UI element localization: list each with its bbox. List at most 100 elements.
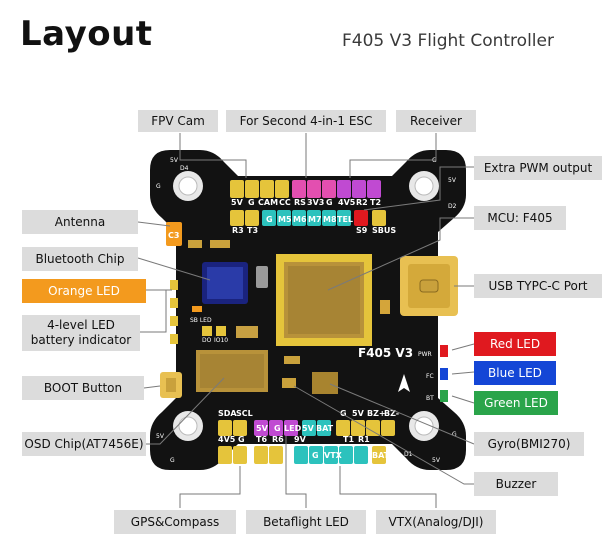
board-name: F405 V3 <box>358 346 413 360</box>
pin-led: LED <box>284 424 302 433</box>
pin-m5: M5 <box>278 215 292 224</box>
page-subtitle: F405 V3 Flight Controller <box>342 31 554 51</box>
pad-label-v5-br: 5V <box>432 457 441 464</box>
mount-hole-bl-inner <box>178 416 198 436</box>
callout-fpv-cam: FPV Cam <box>138 110 218 132</box>
pin-9v: 9V <box>294 435 307 444</box>
pad-label-d1: D1 <box>404 451 413 458</box>
pad-label-v5-tr: 5V <box>448 177 457 184</box>
pin-t2: T2 <box>370 198 381 207</box>
gyro-chip <box>312 372 338 394</box>
callout-vtx: VTX(Analog/DJI) <box>376 510 496 534</box>
blue-led <box>440 368 448 380</box>
mount-hole-tr-inner <box>414 176 434 196</box>
direction-arrow <box>398 374 410 392</box>
pin-m6: M6 <box>293 215 307 224</box>
pin-sbus: SBUS <box>372 226 396 235</box>
pin-g-gps: G <box>238 435 245 444</box>
red-led <box>440 345 448 357</box>
pin-4v5-top: 4V5 <box>338 198 356 207</box>
callout-receiver: Receiver <box>396 110 476 132</box>
pad-label-v5-bl: 5V <box>156 433 165 440</box>
callout-battery-line1: 4-level LED <box>47 318 115 332</box>
pin-g-led: G <box>274 424 281 433</box>
pin-r1: R1 <box>358 435 370 444</box>
top-pads-row2 <box>230 210 386 226</box>
pin-m7: M7 <box>308 215 322 224</box>
pad-label-g-tl: G <box>156 183 161 190</box>
sb-led-label: SB LED <box>190 317 212 324</box>
pin-t1: T1 <box>343 435 354 444</box>
pad-label-d4: D4 <box>180 165 189 172</box>
callout-second-esc: For Second 4-in-1 ESC <box>226 110 386 132</box>
callout-antenna: Antenna <box>22 210 138 234</box>
bottom-pads <box>218 420 395 464</box>
pin-5v-bat: 5V <box>302 424 315 433</box>
pwr-label: PWR <box>418 351 432 358</box>
callout-blue-led: Blue LED <box>474 361 556 385</box>
pin-r6: R6 <box>272 435 284 444</box>
pin-r2: R2 <box>356 198 368 207</box>
pin-5v-top: 5V <box>231 198 244 207</box>
bt-label: BT <box>426 395 434 402</box>
pin-5v-led: 5V <box>256 424 269 433</box>
do-label: DO <box>202 337 212 344</box>
pin-sda: SDA <box>218 409 237 418</box>
pad-label-d3: D3 <box>156 405 165 412</box>
pad-label-d2: D2 <box>448 203 457 210</box>
io10-label: IO10 <box>214 337 228 344</box>
pin-r3: R3 <box>232 226 244 235</box>
callout-osd: OSD Chip(AT7456E) <box>22 432 146 456</box>
callout-orange-led: Orange LED <box>22 279 146 303</box>
antenna-chip <box>166 222 182 246</box>
pin-m8: M8 <box>323 215 337 224</box>
mount-hole-tl-inner <box>178 176 198 196</box>
pin-g-vtx: G <box>312 451 319 460</box>
callout-boot: BOOT Button <box>22 376 144 400</box>
callout-battery-line2: battery indicator <box>30 333 132 347</box>
pin-g-esc: G <box>266 215 273 224</box>
callout-red-led: Red LED <box>474 332 556 356</box>
pin-bat-top: BAT <box>316 424 334 433</box>
callout-mcu: MCU: F405 <box>474 206 566 230</box>
pin-t3: T3 <box>247 226 258 235</box>
pin-bat-vtx: BAT <box>372 451 390 460</box>
pin-vtx: VTX <box>324 451 343 460</box>
callout-extra-pwm: Extra PWM output <box>474 156 602 180</box>
callout-bluetooth: Bluetooth Chip <box>22 247 138 271</box>
pin-g-top: G <box>248 198 255 207</box>
pad-label-v5-tl: 5V <box>170 157 179 164</box>
pad-label-g-bl: G <box>170 457 175 464</box>
pin-bz-plus: BZ+ <box>367 409 386 418</box>
pin-5v-bz: 5V <box>352 409 365 418</box>
pin-cc: CC <box>279 198 291 207</box>
callout-gyro: Gyro(BMI270) <box>474 432 584 456</box>
pin-t6: T6 <box>256 435 267 444</box>
pad-label-g-br: G <box>452 431 457 438</box>
callout-betaflight-led: Betaflight LED <box>246 510 366 534</box>
mounting-holes <box>173 171 439 441</box>
green-led <box>440 390 448 402</box>
page-title: Layout <box>20 14 153 54</box>
pin-g-rx: G <box>326 198 333 207</box>
pin-tel: TEL <box>337 215 353 224</box>
pin-rs: RS <box>294 198 306 207</box>
crystal <box>256 266 268 288</box>
pin-s9: S9 <box>356 226 368 235</box>
callout-green-led: Green LED <box>474 391 558 415</box>
pin-4v5-gps: 4V5 <box>218 435 236 444</box>
antenna-c3-label: C3 <box>168 231 179 240</box>
pin-bz-minus: BZ- <box>384 409 399 418</box>
top-pads-row1 <box>230 180 381 198</box>
leader-lines <box>137 133 475 508</box>
fc-label: FC <box>426 373 434 380</box>
pin-scl: SCL <box>236 409 253 418</box>
callout-gps: GPS&Compass <box>114 510 236 534</box>
pin-cam: CAM <box>258 198 278 207</box>
pin-3v3: 3V3 <box>307 198 324 207</box>
callout-usb: USB TYPC-C Port <box>474 274 602 298</box>
pin-g-bz: G <box>340 409 347 418</box>
battery-leds <box>170 280 178 344</box>
callout-battery-indicator: 4-level LED battery indicator <box>22 315 140 351</box>
